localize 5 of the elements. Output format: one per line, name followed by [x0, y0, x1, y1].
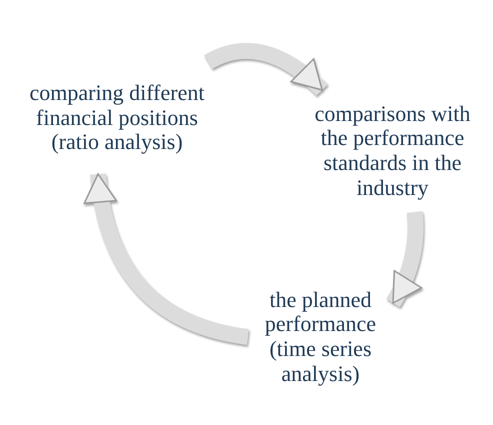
step-text: the planned performance (time series analysis) [264, 288, 378, 386]
curved-arrow [204, 42, 328, 96]
step-text: comparisons with the performance standards in the industry [314, 102, 472, 200]
step-text: comparing different financial positions (ratio analysis) [28, 81, 206, 155]
curved-arrow [84, 173, 250, 345]
